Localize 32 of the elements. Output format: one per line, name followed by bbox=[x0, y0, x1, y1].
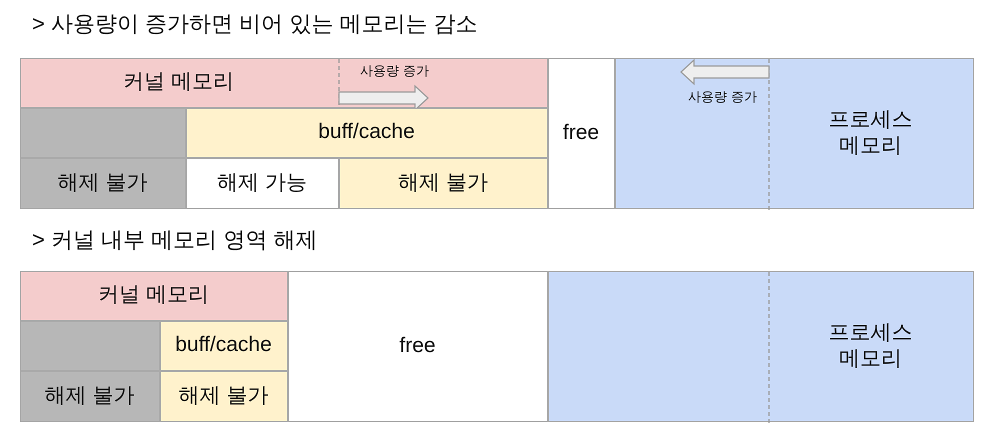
segment-label: 커널 메모리 bbox=[98, 282, 209, 308]
segment-label: 해제 불가 bbox=[44, 382, 134, 409]
segment-label: buff/cache bbox=[318, 119, 415, 146]
memory-segment bbox=[20, 58, 548, 108]
segment-label: free bbox=[562, 120, 600, 146]
segment-label: buff/cache bbox=[175, 332, 272, 358]
usage-note: 사용량 증가 bbox=[688, 89, 757, 106]
segment-label: 해제 불가 bbox=[58, 170, 148, 196]
memory-segment bbox=[186, 108, 548, 158]
memory-segment bbox=[20, 371, 160, 422]
segment-label: 커널 메모리 bbox=[123, 69, 234, 96]
memory-segment bbox=[186, 158, 339, 209]
segment-label: 해제 불가 bbox=[178, 382, 268, 409]
segment-label: 해제 불가 bbox=[398, 170, 488, 196]
memory-segment bbox=[160, 321, 288, 371]
segment-label: 프로세스 메모리 bbox=[828, 320, 914, 372]
section-heading: > 커널 내부 메모리 영역 해제 bbox=[32, 227, 318, 254]
memory-segment bbox=[615, 58, 974, 209]
memory-segment bbox=[548, 58, 615, 209]
usage-note: 사용량 증가 bbox=[360, 63, 429, 80]
memory-segment bbox=[548, 271, 974, 422]
memory-segment bbox=[20, 108, 186, 158]
segment-label: 프로세스 메모리 bbox=[828, 106, 914, 159]
memory-segment bbox=[20, 158, 186, 209]
memory-segment bbox=[339, 158, 548, 209]
section-heading: > 사용량이 증가하면 비어 있는 메모리는 감소 bbox=[32, 11, 478, 38]
memory-segment bbox=[20, 271, 288, 321]
segment-label: 해제 가능 bbox=[217, 170, 307, 196]
memory-segment bbox=[20, 321, 160, 371]
memory-segment bbox=[160, 371, 288, 422]
memory-segment bbox=[288, 271, 548, 422]
segment-label: free bbox=[399, 332, 436, 359]
